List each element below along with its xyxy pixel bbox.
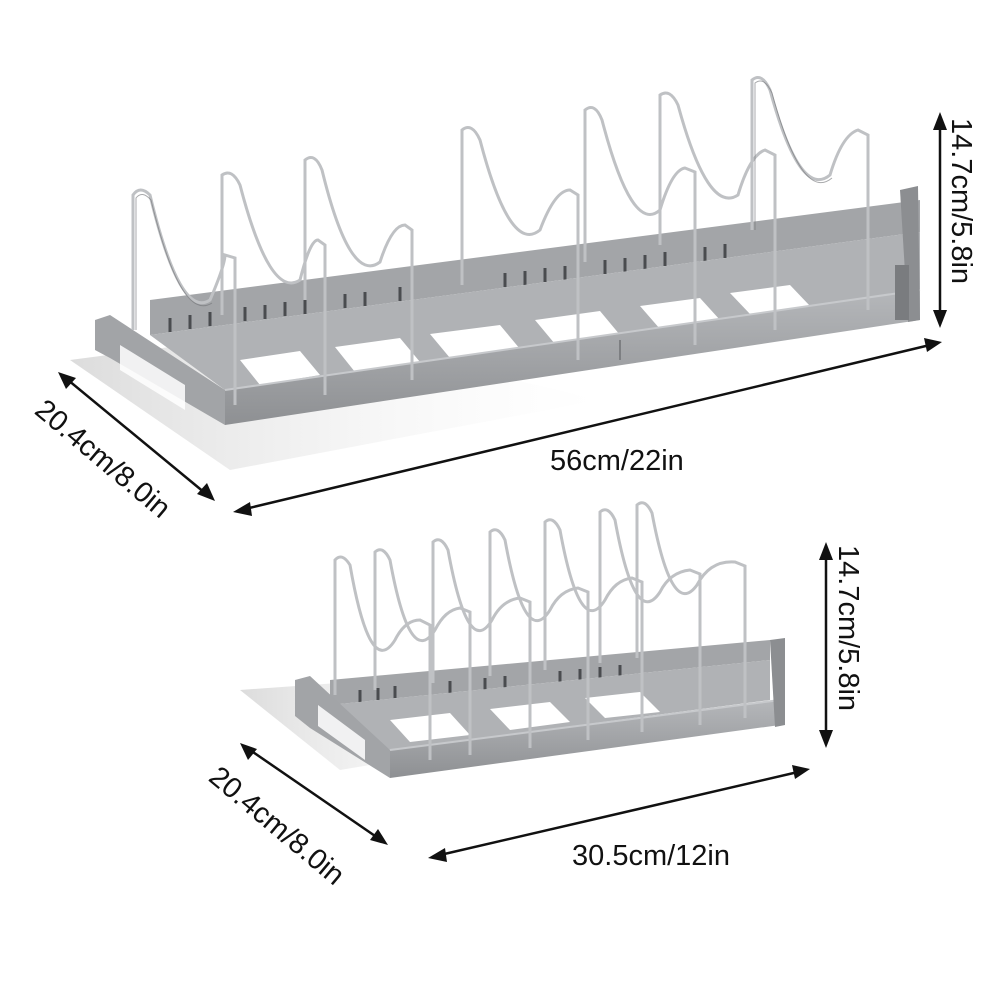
extended-height-label: 14.7cm/5.8in	[945, 118, 977, 285]
extended-slots	[168, 244, 727, 332]
retracted-slots	[358, 665, 622, 702]
extended-length-label: 56cm/22in	[550, 445, 684, 477]
retracted-length-label: 30.5cm/12in	[572, 840, 730, 872]
dimension-arrows	[58, 112, 947, 862]
retracted-height-label: 14.7cm/5.8in	[832, 545, 864, 712]
retracted-wire-dividers	[333, 501, 747, 760]
extended-wire-shadow	[135, 80, 833, 330]
